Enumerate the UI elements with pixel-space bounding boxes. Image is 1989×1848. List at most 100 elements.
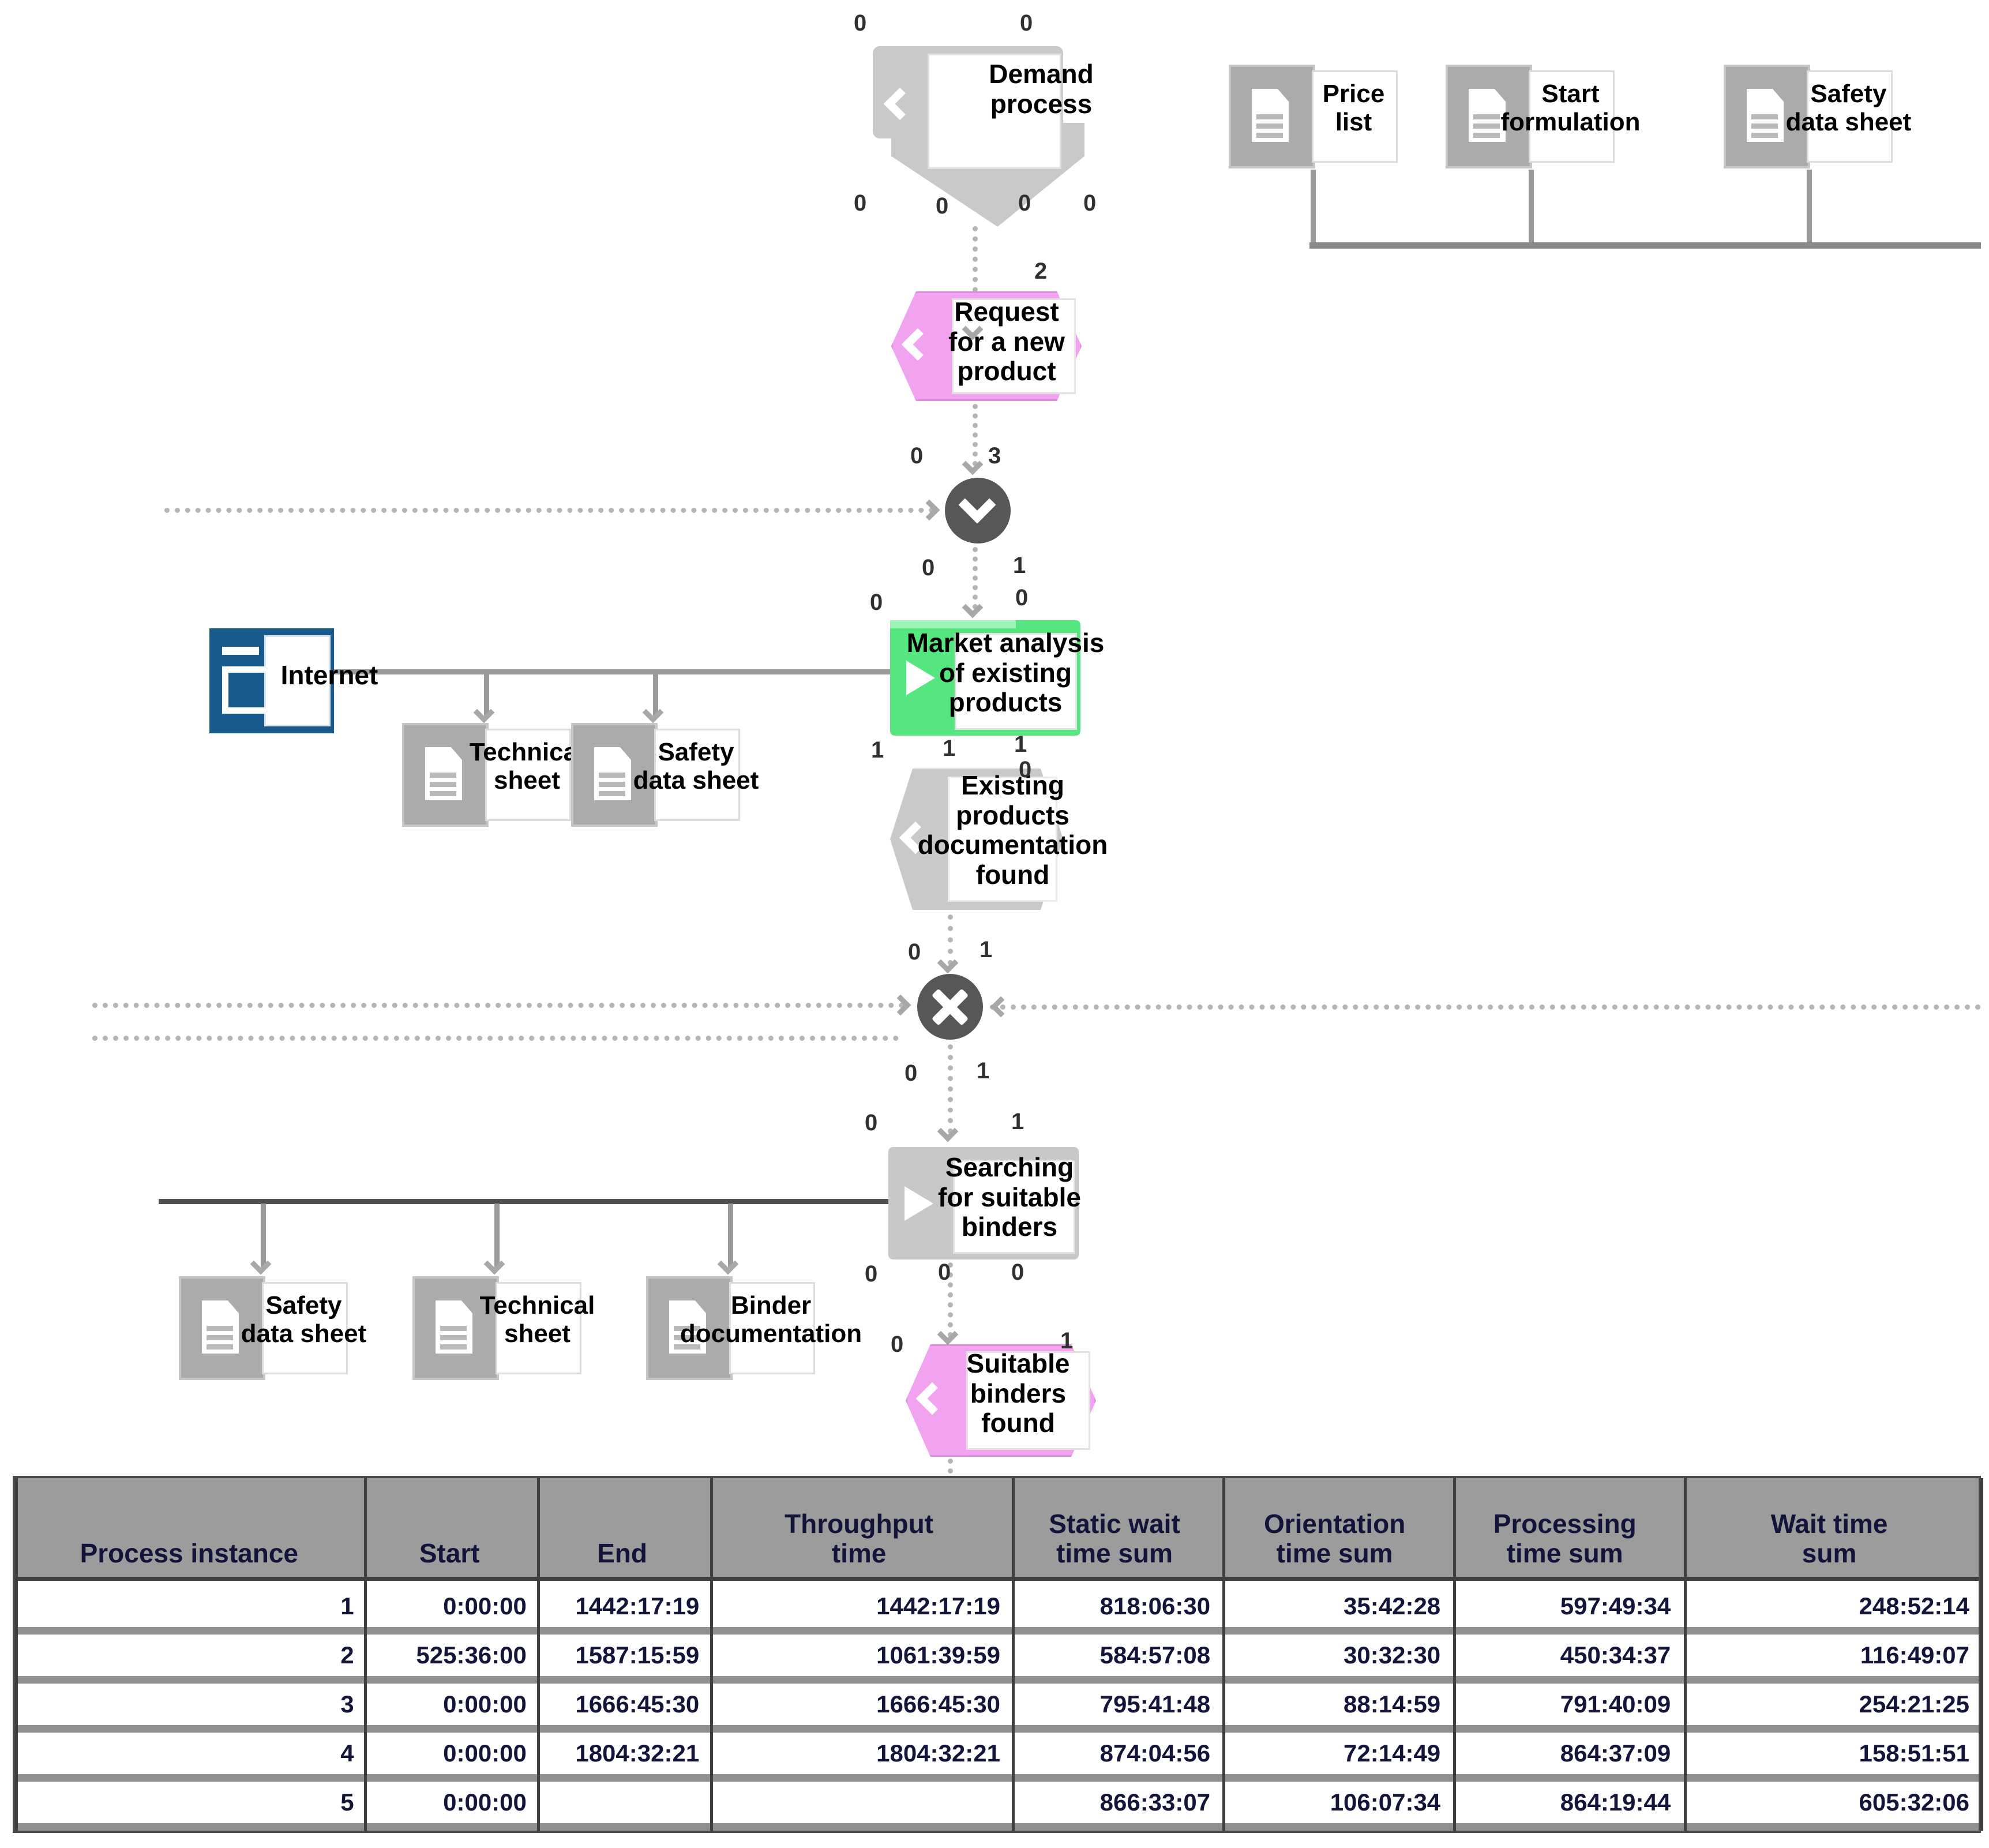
document-shape[interactable]: Safety data sheet — [1724, 65, 1911, 168]
document-page-line — [430, 782, 456, 787]
arrowhead-down-icon — [250, 1253, 272, 1275]
instance-counter: 0 — [1015, 585, 1029, 610]
table-header-cell: Static wait time sum — [1049, 1508, 1180, 1569]
table-cell: 4 — [340, 1740, 354, 1767]
table-cell: 605:32:06 — [1859, 1789, 1970, 1816]
suitable-binders-event[interactable]: Suitable binders found — [906, 1344, 1096, 1457]
table-column-border — [537, 1478, 540, 1831]
instance-counter: 0 — [908, 939, 921, 965]
table-cell: 116:49:07 — [1860, 1641, 1970, 1669]
demand-process-shape[interactable]: Demand process — [865, 43, 1119, 234]
table-cell: 1587:15:59 — [575, 1641, 700, 1669]
instance-counter: 2 — [1034, 258, 1048, 284]
incoming-flow-line — [990, 1004, 1981, 1010]
searching-binders-function[interactable]: Searching for suitable binders — [888, 1147, 1081, 1260]
document-shape[interactable]: Technical sheet — [412, 1276, 595, 1380]
document-label: Binder documentation — [680, 1291, 862, 1348]
document-label-panel — [1529, 70, 1615, 163]
instance-counter: 0 — [1018, 190, 1031, 216]
document-shape[interactable]: Start formulation — [1446, 65, 1640, 168]
document-page-line — [430, 791, 456, 796]
table-cell: 72:14:49 — [1343, 1740, 1441, 1767]
instance-counter: 1 — [871, 737, 884, 763]
instance-counter: 0 — [910, 443, 924, 468]
arrowhead-down-icon — [937, 1120, 959, 1142]
document-shape[interactable]: Safety data sheet — [179, 1276, 366, 1380]
document-label-panel — [262, 1282, 348, 1374]
document-page-line — [674, 1326, 700, 1331]
table-cell: 248:52:14 — [1859, 1592, 1970, 1620]
request-new-product-event[interactable]: Request for a new product — [891, 291, 1082, 401]
table-header-cell: Throughput time — [785, 1508, 934, 1569]
document-page-line — [599, 791, 625, 796]
table-cell — [536, 1782, 708, 1823]
document-shape[interactable]: Binder documentation — [646, 1276, 862, 1380]
document-page-line — [599, 782, 625, 787]
doc-tree-line — [1309, 242, 1981, 249]
table-cell: 1666:45:30 — [876, 1690, 1000, 1718]
document-shape[interactable]: Technical sheet — [402, 723, 584, 827]
arrowhead-down-icon — [937, 1324, 959, 1345]
table-cell: 1442:17:19 — [575, 1592, 700, 1620]
arrowhead-left-icon — [990, 996, 1012, 1018]
instance-counter: 0 — [1020, 10, 1033, 36]
document-shape[interactable]: Price list — [1229, 65, 1398, 168]
market-analysis-function[interactable]: Market analysis of existing products — [890, 620, 1104, 736]
table-cell: 818:06:30 — [1099, 1592, 1211, 1620]
request-new-product-label: Request for a new product — [948, 297, 1065, 387]
instance-counter: 1 — [1060, 1328, 1074, 1354]
instance-counter: 0 — [865, 1261, 878, 1287]
xor-connector[interactable] — [917, 974, 983, 1040]
instance-counter: 1 — [1014, 732, 1027, 757]
doc-tree-line — [1529, 170, 1534, 245]
arrowhead-down-icon — [937, 952, 959, 974]
flow-line — [948, 914, 953, 965]
table-cell: 450:34:37 — [1560, 1641, 1671, 1669]
table-column-border — [15, 1478, 18, 1831]
instance-counter: 0 — [1011, 1260, 1024, 1285]
table-header-cell: Wait time sum — [1770, 1508, 1888, 1569]
instance-counter: 0 — [891, 1332, 904, 1357]
arrowhead-down-icon — [483, 1253, 505, 1275]
table-cell: 1 — [340, 1592, 354, 1620]
internet-resource[interactable]: Internet — [209, 628, 378, 733]
table-header-cell: Processing time sum — [1493, 1508, 1637, 1569]
document-page-line — [207, 1326, 233, 1331]
document-label-panel — [485, 729, 571, 821]
incoming-flow-line — [92, 1003, 905, 1008]
instance-counter: 1 — [980, 937, 993, 962]
document-page-line — [1473, 114, 1500, 119]
demand-process-label-panel — [928, 54, 1061, 169]
document-shape[interactable]: Safety data sheet — [571, 723, 759, 827]
table-cell: 795:41:48 — [1099, 1690, 1211, 1718]
incoming-flow-line — [164, 508, 935, 513]
instance-counter: 0 — [922, 555, 935, 580]
instance-counter: 0 — [905, 1060, 918, 1086]
table-cell: 0:00:00 — [443, 1690, 527, 1718]
play-triangle-icon — [905, 1186, 933, 1221]
internet-icon-dot — [272, 702, 286, 716]
instance-counter: 1 — [977, 1058, 990, 1084]
or-connector[interactable] — [945, 478, 1011, 543]
document-page-line — [1473, 123, 1500, 129]
document-relation-line — [159, 1199, 888, 1204]
document-label: Price list — [1322, 80, 1385, 137]
existing-products-event[interactable]: Existing products documentation found — [890, 769, 1108, 910]
doc-branch-line — [261, 1204, 266, 1267]
table-cell: 254:21:25 — [1859, 1690, 1970, 1718]
instance-counter: 0 — [854, 10, 867, 36]
instance-counter: 0 — [1083, 190, 1097, 216]
table-header-cell: Start — [419, 1538, 480, 1569]
table-cell: 30:32:30 — [1343, 1641, 1441, 1669]
doc-branch-line — [494, 1204, 500, 1267]
document-page-line — [440, 1344, 467, 1350]
instance-counter: 0 — [870, 590, 883, 615]
flow-line — [973, 547, 978, 609]
internet-screen-icon — [222, 666, 287, 714]
